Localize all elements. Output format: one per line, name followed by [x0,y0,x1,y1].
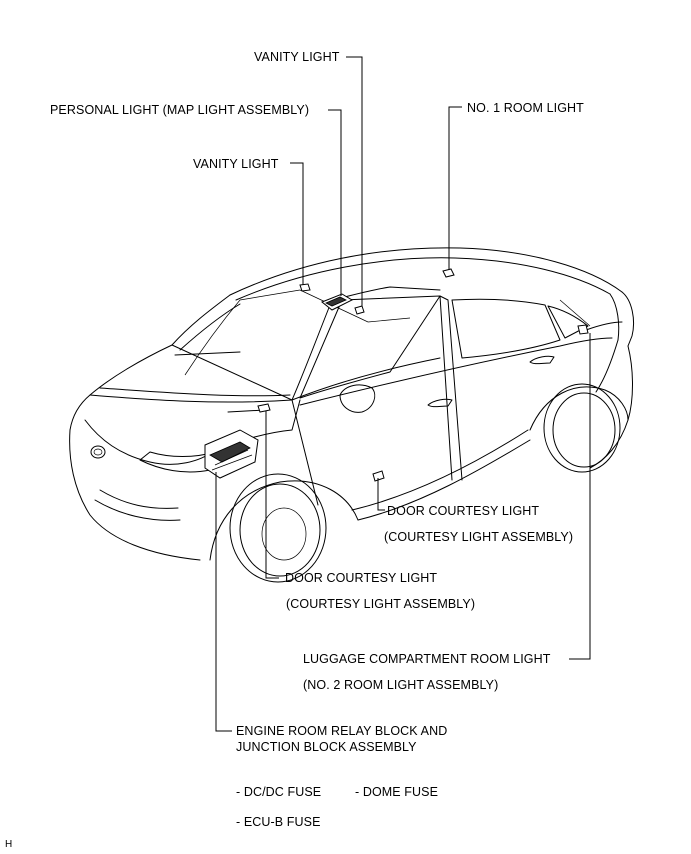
part-door-courtesy-rear [372,470,385,482]
label-personal-light: PERSONAL LIGHT (MAP LIGHT ASSEMBLY) [50,103,310,117]
part-vanity-light-left [299,283,311,292]
part-vanity-light-top [354,305,365,315]
label-fuse-ecub: - ECU-B FUSE [236,815,321,829]
car-outline [69,247,635,583]
label-fuse-dome: - DOME FUSE [355,785,439,799]
label-door-courtesy-rear-1: DOOR COURTESY LIGHT [387,504,540,518]
label-door-courtesy-rear-2: (COURTESY LIGHT ASSEMBLY) [384,530,574,544]
label-door-courtesy-front-2: (COURTESY LIGHT ASSEMBLY) [286,597,476,611]
label-fuse-dcdc: - DC/DC FUSE [236,785,322,799]
part-relay-block [204,429,259,479]
part-luggage-room-light [577,324,589,335]
part-map-light [321,293,354,311]
part-door-courtesy-front [257,403,271,413]
label-vanity-light-left: VANITY LIGHT [193,157,279,171]
label-no1-room-light: NO. 1 ROOM LIGHT [467,101,584,115]
label-vanity-light-top: VANITY LIGHT [254,50,340,64]
label-door-courtesy-front-1: DOOR COURTESY LIGHT [285,571,438,585]
leader-lines [215,56,591,732]
label-luggage-2: (NO. 2 ROOM LIGHT ASSEMBLY) [303,678,499,692]
label-relay-block-2: JUNCTION BLOCK ASSEMBLY [236,740,417,754]
part-no1-room-light [442,268,455,278]
corner-mark: H [5,839,13,850]
label-luggage-1: LUGGAGE COMPARTMENT ROOM LIGHT [303,652,551,666]
label-relay-block-1: ENGINE ROOM RELAY BLOCK AND [236,724,448,738]
